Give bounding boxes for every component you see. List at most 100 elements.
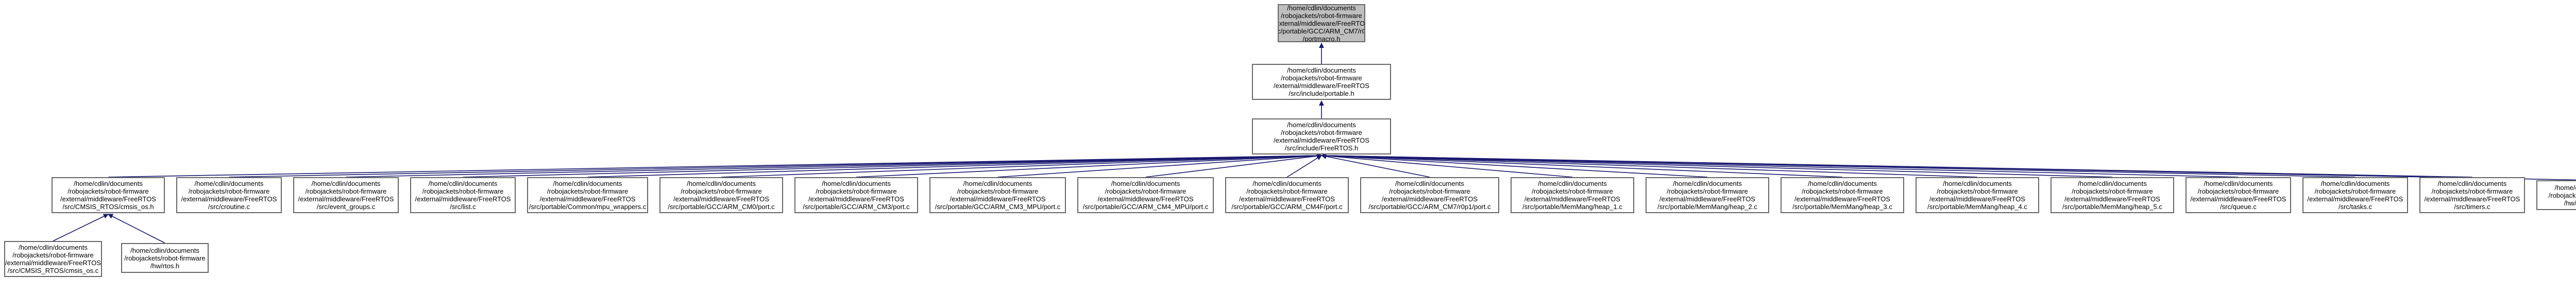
node-cmsis-os-h[interactable]: /home/cdlin/documents /robojackets/robot…	[52, 177, 165, 213]
node-line: /src/portable/GCC/ARM_CM3/port.c	[803, 203, 910, 211]
node-line: /external/middleware/FreeRTOS	[5, 259, 101, 267]
edge-heap_1-to-freertos	[1321, 153, 1573, 178]
node-line: /robojackets/robot-firmware	[2548, 191, 2576, 199]
node-line: /robojackets/robot-firmware	[1281, 129, 1362, 136]
node-line: /home/cdlin/documents	[19, 244, 88, 251]
node-line: /home/cdlin/documents	[1287, 121, 1356, 129]
node-timers-c[interactable]: /home/cdlin/documents /robojackets/robot…	[2419, 177, 2525, 213]
edge-mpu_wrappers-to-freertos	[587, 153, 1322, 178]
node-line: /robojackets/robot-firmware	[547, 187, 629, 195]
node-line: /home/cdlin/documents	[1287, 4, 1356, 12]
node-arm-cm4-mpu-port-c[interactable]: /home/cdlin/documents /robojackets/robot…	[1077, 177, 1214, 213]
node-line: /home/cdlin/documents	[1111, 180, 1180, 187]
edge-cm7_port-to-freertos	[1321, 153, 1430, 178]
node-line: /external/middleware/FreeRTOS	[2307, 195, 2403, 203]
node-line: /src/include/portable.h	[1289, 90, 1354, 97]
node-line: /robojackets/robot-firmware	[305, 187, 387, 195]
node-arm-cm0-port-c[interactable]: /home/cdlin/documents /robojackets/robot…	[659, 177, 783, 213]
node-line: /src/CMSIS_RTOS/cmsis_os.h	[62, 203, 154, 211]
node-arm-cm3-mpu-port-c[interactable]: /home/cdlin/documents /robojackets/robot…	[929, 177, 1066, 213]
node-line: /robojackets/robot-firmware	[1246, 187, 1328, 195]
edge-cm4f_port-to-freertos	[1286, 155, 1322, 178]
node-arm-cm3-port-c[interactable]: /home/cdlin/documents /robojackets/robot…	[794, 177, 918, 213]
node-line: /src/tasks.c	[2338, 203, 2372, 211]
edge-event_groups-to-freertos	[346, 153, 1322, 178]
node-line: /robojackets/robot-firmware	[2431, 187, 2513, 195]
node-line: /robojackets/robot-firmware	[1105, 187, 1187, 195]
node-heap-1-c[interactable]: /home/cdlin/documents /robojackets/robot…	[1511, 177, 1634, 213]
node-line: /src/portable/GCC/ARM_CM4F/port.c	[1231, 203, 1343, 211]
edge-list-to-freertos	[463, 153, 1322, 178]
node-line: /src/CMSIS_RTOS/cmsis_os.c	[7, 267, 99, 274]
node-line: /robojackets/robot-firmware	[1281, 11, 1362, 20]
node-croutine-c[interactable]: /home/cdlin/documents /robojackets/robot…	[176, 177, 282, 213]
node-line: /home/cdlin/documents	[2320, 180, 2390, 187]
node-line: /external/middleware/FreeRTOS	[2424, 195, 2520, 203]
node-line: /external/middleware/FreeRTOS	[2190, 195, 2286, 203]
node-line: /external/middleware/FreeRTOS	[673, 195, 769, 203]
node-line: /home/cdlin/documents	[1673, 180, 1742, 187]
node-heap-4-c[interactable]: /home/cdlin/documents /robojackets/robot…	[1916, 177, 2039, 213]
node-line: /robojackets/robot-firmware	[67, 187, 149, 195]
node-line: /src/portable/Common/mpu_wrappers.c	[529, 203, 647, 211]
edge-cm3_mpu_port-to-freertos	[997, 153, 1322, 178]
node-line: /home/cdlin/documents	[1538, 180, 1607, 187]
node-portmacro-h: /home/cdlin/documents /robojackets/robot…	[1278, 4, 1365, 42]
node-line: /external/middleware/FreeRTOS	[1524, 195, 1620, 203]
node-line: /external/middleware/FreeRTOS	[808, 195, 904, 203]
node-line: /src/queue.c	[2220, 203, 2257, 211]
node-line: /robojackets/robot-firmware	[2197, 187, 2279, 195]
node-line: /robojackets/robot-firmware	[1802, 187, 1883, 195]
node-line: /home/cdlin/documents	[1287, 66, 1356, 74]
node-line: /src/include/FreeRTOS.h	[1284, 144, 1359, 152]
node-line: /robojackets/robot-firmware	[2072, 187, 2153, 195]
node-line: /external/middleware/FreeRTOS	[1659, 195, 1755, 203]
node-line: /home/cdlin/documents	[822, 180, 891, 187]
node-line: /home/cdlin/documents	[1808, 180, 1877, 187]
node-line: /src/portable/MemMang/heap_5.c	[2062, 203, 2162, 211]
node-queue-c[interactable]: /home/cdlin/documents /robojackets/robot…	[2185, 177, 2291, 213]
node-freertos-h[interactable]: /home/cdlin/documents /robojackets/robot…	[1252, 118, 1391, 154]
node-line: /home/cdlin/documents	[553, 180, 622, 187]
node-tasks-c[interactable]: /home/cdlin/documents /robojackets/robot…	[2302, 177, 2408, 213]
edge-heap_2-to-freertos	[1321, 153, 1708, 178]
edge-rtos_hooks-to-freertos	[1321, 153, 2576, 181]
node-line: /home/cdlin/documents	[74, 180, 143, 187]
node-cmsis-os-c[interactable]: /home/cdlin/documents /robojackets/robot…	[4, 241, 102, 277]
node-line: /robojackets/robot-firmware	[1667, 187, 1748, 195]
node-line: /robojackets/robot-firmware	[2314, 187, 2396, 195]
node-arm-cm4f-port-c[interactable]: /home/cdlin/documents /robojackets/robot…	[1225, 177, 1349, 213]
node-line: /src/list.c	[450, 203, 476, 211]
node-line: /robojackets/robot-firmware	[12, 251, 94, 259]
node-heap-5-c[interactable]: /home/cdlin/documents /robojackets/robot…	[2050, 177, 2174, 213]
node-heap-2-c[interactable]: /home/cdlin/documents /robojackets/robot…	[1646, 177, 1769, 213]
node-rtos-hooks-c[interactable]: /home/cdlin/documents /robojackets/robot…	[2536, 180, 2576, 210]
node-line: /hw/rtos_hooks.c	[2564, 199, 2576, 207]
node-list-c[interactable]: /home/cdlin/documents /robojackets/robot…	[410, 177, 516, 213]
node-line: /home/cdlin/documents	[428, 180, 498, 187]
node-line: /home/cdlin/documents	[2078, 180, 2147, 187]
node-line: /src/portable/GCC/ARM_CM7/r0p1/port.c	[1368, 203, 1491, 211]
node-arm-cm7-r0p1-port-c[interactable]: /home/cdlin/documents /robojackets/robot…	[1360, 177, 1499, 213]
node-line: /robojackets/robot-firmware	[188, 187, 270, 195]
node-line: /home/cdlin/documents	[2204, 180, 2273, 187]
node-portable-h[interactable]: /home/cdlin/documents /robojackets/robot…	[1252, 64, 1391, 100]
node-line: /external/middleware/FreeRTOS	[1239, 195, 1335, 203]
node-event-groups-c[interactable]: /home/cdlin/documents /robojackets/robot…	[293, 177, 399, 213]
node-line: /external/middleware/FreeRTOS	[1274, 82, 1369, 90]
node-line: /home/cdlin/documents	[1943, 180, 2012, 187]
node-line: /external/middleware/FreeRTOS	[2064, 195, 2160, 203]
edge-heap_3-to-freertos	[1321, 153, 1843, 178]
node-line: /home/cdlin/documents	[311, 180, 381, 187]
node-line: /external/middleware/FreeRTOS	[1794, 195, 1890, 203]
node-rtos-h[interactable]: /home/cdlin/documents /robojackets/robot…	[121, 243, 209, 273]
node-line: /src/event_groups.c	[316, 203, 376, 211]
node-mpu-wrappers-c[interactable]: /home/cdlin/documents /robojackets/robot…	[527, 177, 648, 213]
node-line: /src/portable/MemMang/heap_4.c	[1927, 203, 2027, 211]
edge-cmsis_os_c-to-cmsis_os_h	[53, 214, 109, 241]
node-line: /external/middleware/FreeRTOS	[1278, 19, 1365, 27]
node-heap-3-c[interactable]: /home/cdlin/documents /robojackets/robot…	[1781, 177, 1904, 213]
node-line: /robojackets/robot-firmware	[681, 187, 762, 195]
edge-rtos_h-to-cmsis_os_h	[108, 214, 165, 244]
